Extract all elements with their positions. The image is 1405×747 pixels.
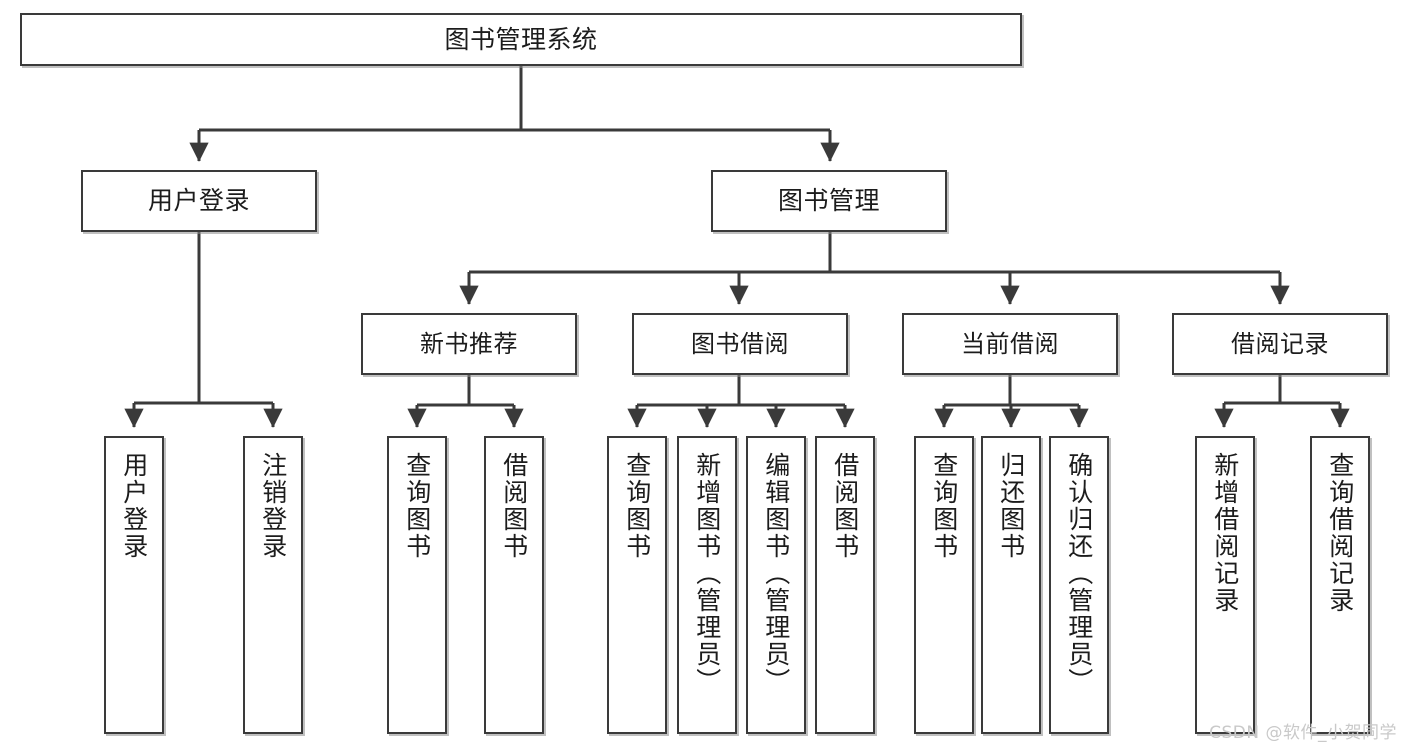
- leaf-borrow-book-2[interactable]: 借阅图书: [815, 436, 875, 734]
- node-current-borrow[interactable]: 当前借阅: [902, 313, 1118, 375]
- node-label: 新增图书（管理员）: [692, 452, 722, 695]
- node-new-book-recommend[interactable]: 新书推荐: [361, 313, 577, 375]
- node-label: 图书借阅: [691, 329, 789, 358]
- node-borrow-record[interactable]: 借阅记录: [1172, 313, 1388, 375]
- leaf-user-login[interactable]: 用户登录: [104, 436, 164, 734]
- node-label: 借阅图书: [499, 452, 529, 560]
- leaf-logout[interactable]: 注销登录: [243, 436, 303, 734]
- node-user-login[interactable]: 用户登录: [81, 170, 317, 232]
- leaf-query-book-3[interactable]: 查询图书: [914, 436, 974, 734]
- leaf-borrow-book-1[interactable]: 借阅图书: [484, 436, 544, 734]
- node-label: 查询借阅记录: [1325, 452, 1355, 614]
- node-root-system[interactable]: 图书管理系统: [20, 13, 1022, 66]
- node-label: 注销登录: [258, 452, 288, 560]
- leaf-add-book[interactable]: 新增图书（管理员）: [677, 436, 737, 734]
- node-label: 用户登录: [147, 186, 250, 216]
- node-label: 当前借阅: [961, 329, 1059, 358]
- node-label: 查询图书: [402, 452, 432, 560]
- node-label: 编辑图书（管理员）: [761, 452, 791, 695]
- node-label: 图书管理系统: [444, 24, 598, 54]
- node-label: 新书推荐: [420, 329, 518, 358]
- node-label: 用户登录: [119, 452, 149, 560]
- leaf-query-book-2[interactable]: 查询图书: [607, 436, 667, 734]
- node-label: 归还图书: [996, 452, 1026, 560]
- leaf-query-record[interactable]: 查询借阅记录: [1310, 436, 1370, 734]
- leaf-confirm-return[interactable]: 确认归还（管理员）: [1049, 436, 1109, 734]
- leaf-add-record[interactable]: 新增借阅记录: [1195, 436, 1255, 734]
- node-label: 借阅记录: [1231, 329, 1329, 358]
- node-label: 查询图书: [929, 452, 959, 560]
- node-label: 借阅图书: [830, 452, 860, 560]
- leaf-query-book-1[interactable]: 查询图书: [387, 436, 447, 734]
- node-book-manage[interactable]: 图书管理: [711, 170, 947, 232]
- node-label: 新增借阅记录: [1210, 452, 1240, 614]
- node-label: 确认归还（管理员）: [1064, 452, 1094, 695]
- csdn-watermark: CSDN @软件_小贺同学: [1209, 723, 1397, 743]
- node-label: 图书管理: [777, 186, 880, 216]
- node-label: 查询图书: [622, 452, 652, 560]
- node-book-borrow[interactable]: 图书借阅: [632, 313, 848, 375]
- leaf-return-book[interactable]: 归还图书: [981, 436, 1041, 734]
- leaf-edit-book[interactable]: 编辑图书（管理员）: [746, 436, 806, 734]
